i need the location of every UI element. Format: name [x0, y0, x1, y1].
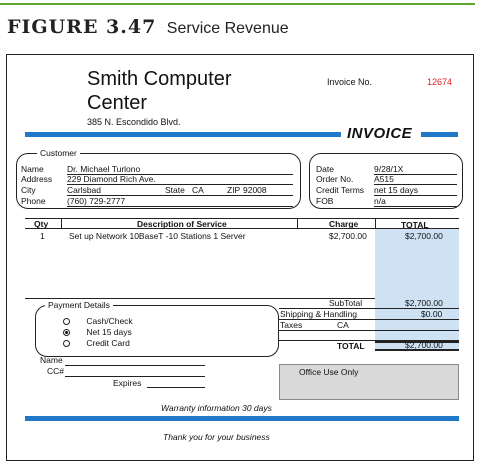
- card-name-label: Name: [40, 355, 63, 365]
- customer-city: Carlsbad: [67, 185, 102, 195]
- header-blue-bar-left: [25, 132, 341, 137]
- shipping-label: Shipping & Handling: [280, 309, 358, 319]
- table-bottom-rule: [25, 298, 459, 299]
- total-bottom-rule: [375, 349, 459, 351]
- order-number-label: Order No.: [316, 174, 354, 184]
- company-name-line1: Smith Computer: [87, 68, 232, 90]
- company-name-line2: Center: [87, 92, 148, 114]
- table-top-rule: [25, 218, 459, 219]
- credit-card-radio[interactable]: [63, 340, 70, 348]
- header-qty: Qty: [34, 219, 49, 229]
- customer-city-label: City: [21, 185, 36, 195]
- total-top-rule: [375, 341, 459, 343]
- invoice-title: INVOICE: [347, 125, 413, 142]
- credit-card-label: Credit Card: [86, 338, 130, 348]
- expires-line[interactable]: [147, 387, 205, 388]
- total-label: TOTAL: [337, 341, 365, 351]
- net-15-radio[interactable]: [63, 329, 70, 337]
- table-divider-desc: [297, 218, 298, 228]
- header-charge: Charge: [329, 219, 359, 229]
- thank-you-note: Thank you for your business: [163, 432, 270, 442]
- fob-value: n/a: [374, 196, 457, 207]
- row-total: $2,700.00: [405, 231, 443, 241]
- payment-option-cash[interactable]: Cash/Check: [63, 316, 133, 326]
- invoice-number-label: Invoice No.: [327, 77, 373, 87]
- customer-box: [16, 153, 301, 209]
- row-qty: 1: [40, 231, 45, 241]
- customer-state-label: State: [165, 185, 185, 195]
- table-header-rule: [25, 228, 459, 229]
- order-number: A515: [374, 174, 457, 185]
- row-description: Set up Network 10BaseT -10 Stations 1 Se…: [69, 231, 246, 241]
- payment-box: [35, 305, 279, 357]
- table-divider-charge: [375, 218, 376, 228]
- customer-legend: Customer: [37, 148, 80, 158]
- cc-number-line[interactable]: [65, 376, 205, 377]
- fob-label: FOB: [316, 196, 334, 206]
- customer-zip: 92008: [243, 185, 267, 195]
- cash-check-label: Cash/Check: [86, 316, 133, 326]
- figure-title: FIGURE 3.47 Service Revenue: [7, 16, 289, 38]
- taxes-label: Taxes: [280, 320, 303, 330]
- customer-name-label: Name: [21, 164, 44, 174]
- taxes-rule: [279, 330, 459, 331]
- cc-number-label: CC#: [47, 366, 65, 376]
- payment-option-credit[interactable]: Credit Card: [63, 338, 130, 348]
- header-description: Description of Service: [137, 219, 227, 229]
- customer-city-line: [67, 185, 293, 196]
- total-value: $2,700.00: [405, 340, 443, 350]
- warranty-note: Warranty information 30 days: [161, 403, 272, 413]
- payment-legend: Payment Details: [45, 300, 113, 310]
- order-date: 9/28/1X: [374, 164, 457, 175]
- cash-check-radio[interactable]: [63, 318, 70, 326]
- customer-phone: (760) 729-2777: [67, 196, 293, 207]
- customer-state: CA: [192, 185, 204, 195]
- row-charge: $2,700.00: [329, 231, 367, 241]
- figure-caption: Service Revenue: [166, 20, 289, 37]
- office-use-box: [279, 364, 459, 400]
- total-column-shade: [375, 228, 459, 298]
- subtotal-value: $2,700.00: [405, 298, 443, 308]
- figure-top-rule: [0, 3, 475, 5]
- net-15-label: Net 15 days: [86, 327, 132, 337]
- payment-option-net15[interactable]: Net 15 days: [63, 327, 132, 337]
- card-name-line[interactable]: [65, 365, 205, 366]
- subtotal-rule: [279, 308, 459, 309]
- header-total: TOTAL: [401, 220, 429, 230]
- footer-blue-bar: [25, 416, 459, 421]
- shipping-value: $0.00: [421, 309, 443, 319]
- header-blue-bar-right: [421, 132, 458, 137]
- customer-address: 229 Diamond Rich Ave.: [67, 174, 293, 185]
- order-box: [309, 153, 463, 209]
- office-use-label: Office Use Only: [299, 367, 359, 377]
- blank-rule: [279, 340, 459, 341]
- subtotal-label: SubTotal: [329, 298, 363, 308]
- order-date-label: Date: [316, 164, 334, 174]
- customer-zip-label: ZIP: [227, 185, 241, 195]
- expires-label: Expires: [113, 378, 142, 388]
- shipping-rule: [279, 319, 459, 320]
- company-address: 385 N. Escondido Blvd.: [87, 117, 181, 127]
- table-divider-qty: [61, 218, 62, 228]
- invoice-sheet: Smith Computer Center 385 N. Escondido B…: [6, 54, 474, 461]
- customer-phone-label: Phone: [21, 196, 46, 206]
- credit-terms: net 15 days: [374, 185, 457, 196]
- credit-terms-label: Credit Terms: [316, 185, 365, 195]
- invoice-number: 12674: [427, 77, 453, 87]
- taxes-state: CA: [337, 320, 349, 330]
- customer-name: Dr. Michael Turlono: [67, 164, 293, 175]
- customer-address-label: Address: [21, 174, 53, 184]
- figure-label: FIGURE 3.47: [7, 16, 157, 38]
